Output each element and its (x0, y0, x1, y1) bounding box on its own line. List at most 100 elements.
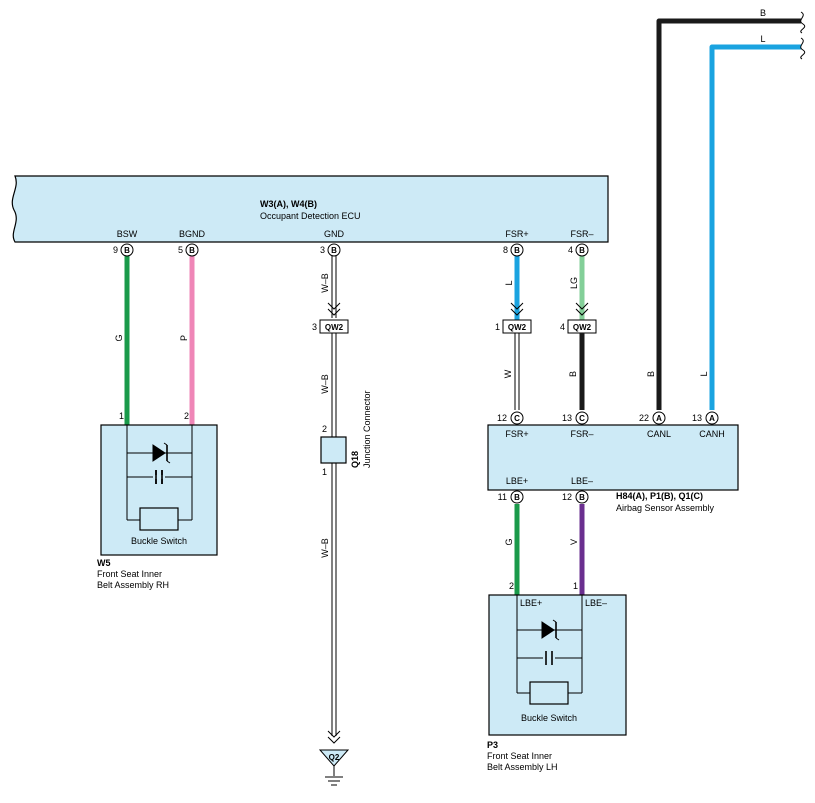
wire-lbep-color-label: G (504, 538, 514, 545)
svg-text:13: 13 (692, 413, 702, 423)
airbag-pin-canh: A 13 (692, 411, 719, 425)
canh-break-mark (800, 37, 806, 60)
wire-canl-color-label: B (646, 371, 656, 377)
belt-lh-pin2: 2 (509, 581, 514, 591)
belt-rh-pin1: 1 (119, 411, 124, 421)
belt-lh-buckle-switch (529, 681, 569, 705)
wire-gnd-a-label: W–B (320, 273, 330, 293)
belt-lh-name1: Front Seat Inner (487, 751, 552, 761)
svg-text:12: 12 (497, 413, 507, 423)
svg-text:9: 9 (113, 245, 118, 255)
ecu-term-bgnd-name: BGND (179, 229, 206, 239)
belt-lh-term-lbep: LBE+ (520, 598, 542, 608)
belt-lh-circuit (516, 595, 583, 694)
airbag-id: H84(A), P1(B), Q1(C) (616, 491, 703, 501)
airbag-term-canl-name: CANL (647, 429, 671, 439)
svg-text:13: 13 (562, 413, 572, 423)
svg-text:8: 8 (503, 245, 508, 255)
wire-canh-top-label: L (760, 34, 765, 44)
ecu-term-fsrm-name: FSR– (570, 229, 593, 239)
q18-pin-bottom: 1 (322, 467, 327, 477)
wire-gnd-b-label: W–B (320, 374, 330, 394)
airbag-name: Airbag Sensor Assembly (616, 503, 715, 513)
ground-triangle (318, 749, 350, 767)
qw2-left-label: QW2 (325, 323, 344, 332)
qw2-left-connector (319, 319, 349, 334)
airbag-term-lbep-name: LBE+ (506, 476, 528, 486)
svg-text:5: 5 (178, 245, 183, 255)
ecu-name: Occupant Detection ECU (260, 211, 361, 221)
airbag-pin-fsrm: C 13 (562, 411, 589, 425)
ecu-pin-bsw: B 9 (113, 243, 134, 257)
svg-text:C: C (579, 414, 585, 423)
wire-canl-black (656, 18, 801, 410)
ecu-term-bsw-name: BSW (117, 229, 138, 239)
svg-text:B: B (514, 493, 520, 502)
svg-text:B: B (189, 246, 195, 255)
belt-rh-box (100, 424, 218, 556)
belt-rh-id: W5 (97, 558, 111, 568)
belt-rh-name1: Front Seat Inner (97, 569, 162, 579)
q18-junction-box (320, 436, 347, 464)
qw2-right1-connector (502, 319, 532, 334)
belt-lh-switch-label: Buckle Switch (521, 713, 577, 723)
airbag-term-lbem-name: LBE– (571, 476, 593, 486)
svg-text:12: 12 (562, 492, 572, 502)
fsrm-chevron-2 (575, 308, 589, 316)
svg-text:11: 11 (498, 492, 507, 502)
svg-text:C: C (514, 414, 520, 423)
svg-text:B: B (124, 246, 130, 255)
qw2-right1-pin: 1 (495, 322, 500, 332)
wire-canh-blue (709, 44, 801, 410)
svg-text:B: B (579, 246, 585, 255)
fsrp-chevron-1 (510, 302, 524, 310)
q18-name: Junction Connector (362, 390, 372, 468)
ecu-box (11, 175, 609, 243)
airbag-pin-lbem: B 12 (562, 490, 589, 504)
ecu-pin-gnd: B 3 (320, 243, 341, 257)
qw2-right1-label: QW2 (508, 323, 527, 332)
svg-text:22: 22 (639, 413, 649, 423)
belt-lh-box (488, 594, 627, 736)
wire-fsrm-color-label: LG (569, 277, 579, 289)
wire-bgnd-color-label: P (179, 335, 189, 341)
svg-text:4: 4 (568, 245, 573, 255)
ecu-id: W3(A), W4(B) (260, 199, 317, 209)
wire-w-color-label: W (503, 369, 513, 378)
gnd-chevron-4 (327, 736, 341, 744)
svg-text:B: B (579, 493, 585, 502)
belt-rh-switch-label: Buckle Switch (131, 536, 187, 546)
gnd-chevron-2 (327, 308, 341, 316)
ecu-pin-fsrp: B 8 (503, 243, 524, 257)
ecu-term-gnd-name: GND (324, 229, 345, 239)
airbag-sensor-box (487, 424, 739, 491)
wire-lbem-color-label: V (569, 539, 579, 545)
svg-text:A: A (709, 414, 715, 423)
fsrm-chevron-1 (575, 302, 589, 310)
airbag-pin-canl: A 22 (639, 411, 666, 425)
airbag-pin-fsrp: C 12 (497, 411, 524, 425)
ecu-pin-fsrm: B 4 (568, 243, 589, 257)
svg-text:A: A (656, 414, 662, 423)
wire-b-color-label: B (568, 371, 578, 377)
svg-text:3: 3 (320, 245, 325, 255)
wire-canl-top-label: B (760, 8, 766, 18)
qw2-left-pin: 3 (312, 322, 317, 332)
wire-bsw-color-label: G (114, 334, 124, 341)
wire-gnd-c-label: W–B (320, 538, 330, 558)
gnd-chevron-3 (327, 730, 341, 738)
belt-lh-name2: Belt Assembly LH (487, 762, 558, 772)
airbag-term-fsrp-name: FSR+ (505, 429, 528, 439)
ecu-term-fsrp-name: FSR+ (505, 229, 528, 239)
fsrp-chevron-2 (510, 308, 524, 316)
belt-rh-name2: Belt Assembly RH (97, 580, 169, 590)
airbag-term-fsrm-name: FSR– (570, 429, 593, 439)
svg-text:B: B (331, 246, 337, 255)
belt-rh-circuit (126, 425, 193, 521)
wire-canh-color-label: L (699, 371, 709, 376)
gnd-chevron-1 (327, 302, 341, 310)
ecu-pin-bgnd: B 5 (178, 243, 199, 257)
q18-pin-top: 2 (322, 424, 327, 434)
ground-label: Q2 (329, 753, 340, 762)
